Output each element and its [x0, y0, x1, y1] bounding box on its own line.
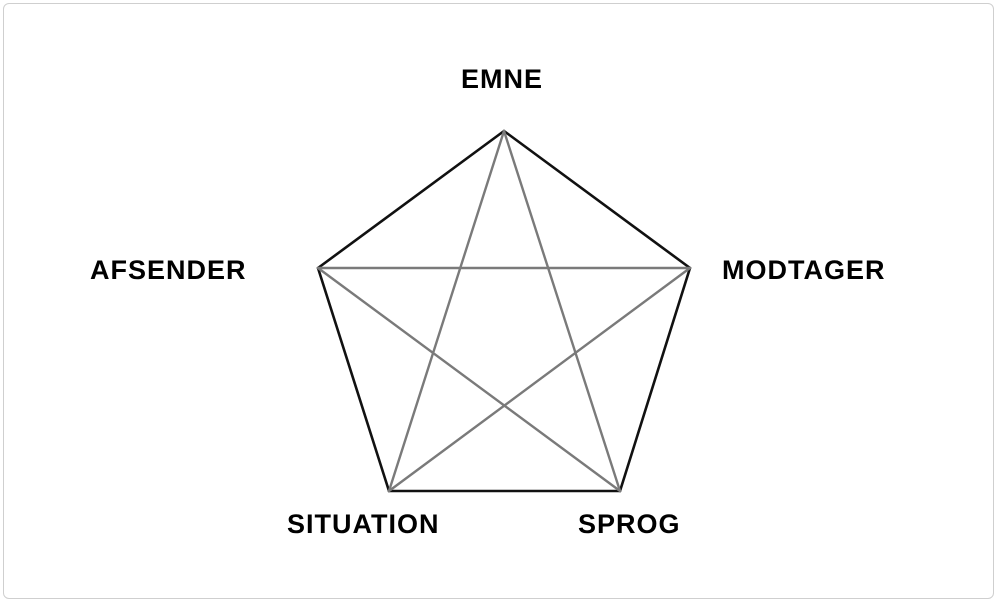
- edge-afsender-emne: [316, 129, 506, 270]
- edge-emne-modtager: [502, 129, 692, 270]
- diagram-frame: [3, 3, 994, 599]
- edge-afsender-sprog: [316, 266, 622, 493]
- edge-modtager-situation: [387, 266, 692, 493]
- edge-emne-sprog: [502, 129, 622, 493]
- edge-modtager-sprog: [618, 266, 692, 493]
- edge-situation-afsender: [316, 266, 391, 493]
- diagram-edges: [316, 129, 692, 493]
- node-label-modtager: MODTAGER: [722, 255, 886, 285]
- node-label-emne: EMNE: [461, 64, 544, 94]
- node-label-afsender: AFSENDER: [90, 255, 247, 285]
- node-label-situation: SITUATION: [287, 509, 440, 539]
- node-label-sprog: SPROG: [578, 509, 681, 539]
- edge-emne-situation: [387, 129, 506, 493]
